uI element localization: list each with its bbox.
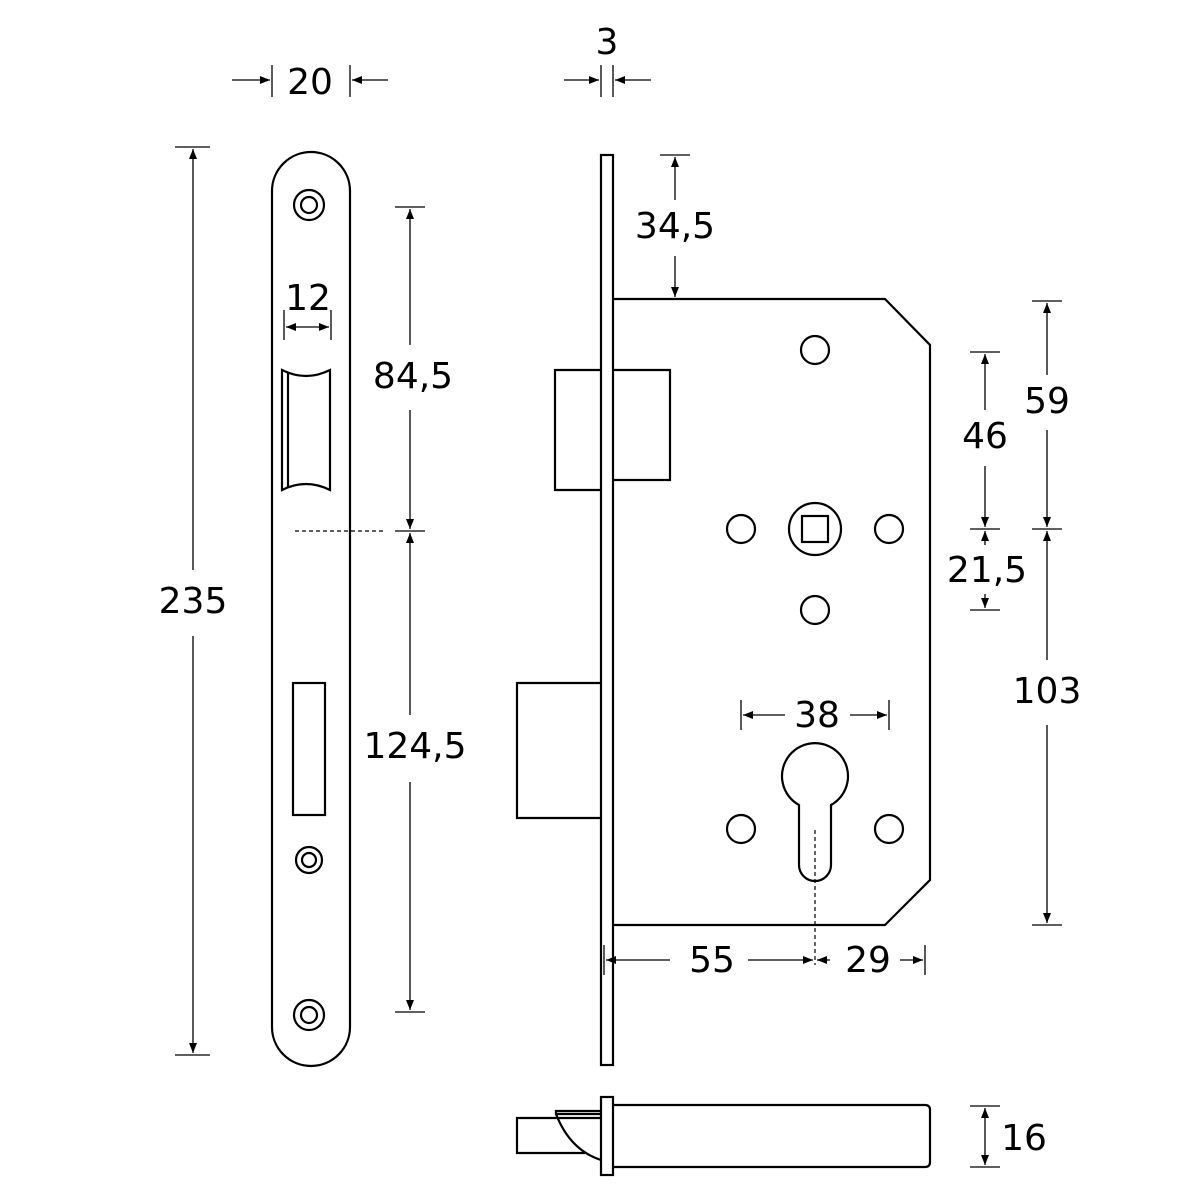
lock-case (613, 297, 932, 927)
dim-label: 38 (794, 695, 840, 736)
follower-square (787, 501, 843, 557)
bolt-bottom (515, 1116, 601, 1155)
mounting-hole (799, 594, 831, 626)
dim-latch-width: 12 (283, 278, 332, 340)
dim-label: 12 (285, 278, 331, 319)
faceplate-front-view (270, 150, 385, 1068)
screw-hole-small (294, 845, 324, 875)
dim-label: 59 (1024, 381, 1070, 422)
faceplate-side (599, 153, 615, 1067)
dim-label: 21,5 (947, 550, 1027, 591)
dim-label: 235 (159, 581, 228, 622)
latch-opening (280, 368, 332, 492)
dim-case-depth: 16 (970, 1105, 1047, 1168)
dim-follower-holes: 46 21,5 (947, 351, 1027, 611)
dim-label: 46 (962, 416, 1008, 457)
lock-side-view (515, 153, 932, 1067)
dim-top-offset: 34,5 (635, 154, 715, 297)
dim-faceplate-thickness: 3 (564, 22, 651, 97)
mounting-hole (725, 813, 757, 845)
dim-case-height: 59 103 (1013, 300, 1082, 926)
latch-bolt (553, 368, 672, 492)
dim-upper-lower: 84,5 124,5 (363, 206, 467, 1013)
dim-total-height: 235 (159, 146, 228, 1056)
dim-faceplate-width: 20 (232, 62, 388, 103)
screw-hole-bottom (292, 998, 326, 1032)
faceplate-bottom (599, 1095, 615, 1177)
mounting-hole (873, 813, 905, 845)
case-bottom (613, 1103, 932, 1169)
bolt-opening (291, 681, 327, 817)
latch-bottom (554, 1109, 602, 1162)
dead-bolt (515, 681, 601, 820)
dim-label: 55 (689, 940, 735, 981)
dim-label: 84,5 (373, 356, 453, 397)
dim-label: 16 (1001, 1118, 1047, 1159)
mounting-hole (873, 513, 905, 545)
dim-label: 124,5 (363, 726, 466, 767)
lock-bottom-view (515, 1095, 932, 1177)
dim-backset: 55 29 (603, 940, 926, 981)
faceplate-outline (270, 150, 352, 1068)
screw-hole-top (292, 188, 326, 222)
dim-label: 3 (596, 22, 619, 63)
dim-label: 34,5 (635, 206, 715, 247)
dim-label: 103 (1013, 671, 1082, 712)
mounting-hole (799, 334, 831, 366)
dim-label: 29 (845, 940, 891, 981)
dim-label: 20 (287, 62, 333, 103)
dim-cylinder-hole-spacing: 38 (740, 695, 890, 736)
mounting-hole (725, 513, 757, 545)
